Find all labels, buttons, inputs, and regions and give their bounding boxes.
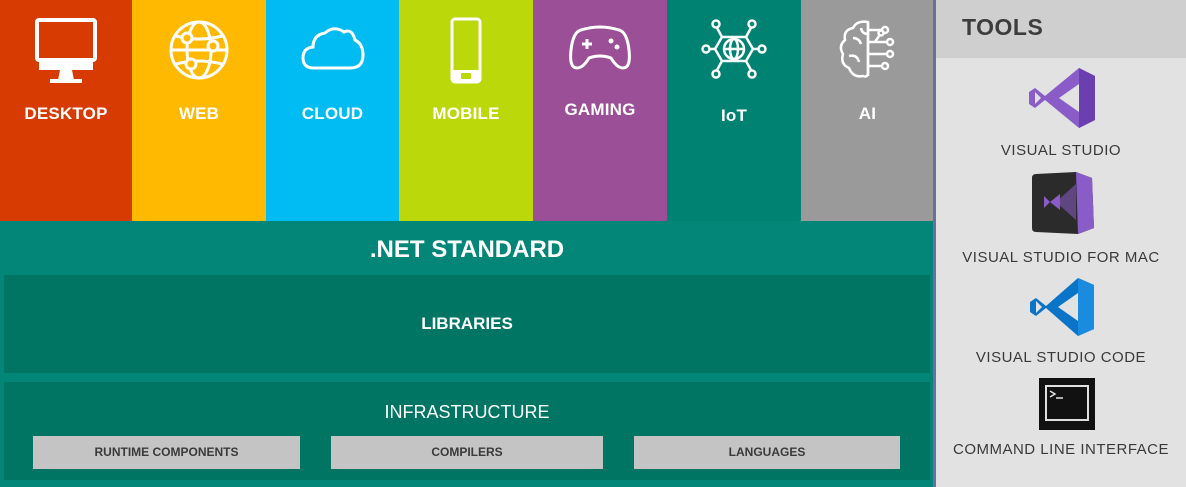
tool-label: VISUAL STUDIO [1000, 142, 1122, 159]
terminal-icon [1039, 378, 1095, 435]
tool-label: VISUAL STUDIO FOR MAC [962, 249, 1160, 266]
platform-tile-ai: AI [801, 0, 934, 221]
tools-title: TOOLS [962, 14, 1044, 40]
tool-label: VISUAL STUDIO CODE [975, 349, 1147, 366]
runtime-components-box: RUNTIME COMPONENTS [33, 436, 300, 469]
platform-label: GAMING [564, 100, 636, 119]
platform-label: CLOUD [301, 104, 364, 123]
libraries-panel [4, 275, 930, 373]
visual-studio-icon [1027, 66, 1097, 135]
libraries-label: LIBRARIES [421, 314, 513, 333]
game-controller-icon [533, 16, 667, 88]
cloud-icon [266, 16, 399, 88]
desktop-monitor-icon [0, 16, 132, 88]
platform-label: AI [858, 104, 877, 123]
infrastructure-label: INFRASTRUCTURE [384, 402, 550, 422]
tool-label: COMMAND LINE INTERFACE [952, 441, 1170, 458]
compilers-box: COMPILERS [331, 436, 603, 469]
platform-tile-cloud: CLOUD [266, 0, 399, 221]
platform-tile-web: WEB [132, 0, 266, 221]
net-standard-title: .NET STANDARD [369, 236, 565, 263]
platform-tile-iot: IoT [667, 0, 801, 221]
platform-label: DESKTOP [24, 104, 108, 123]
mobile-phone-icon [399, 16, 533, 88]
platform-tile-gaming: GAMING [533, 0, 667, 221]
visual-studio-for-mac-icon [1030, 170, 1098, 241]
tools-header [936, 0, 1186, 58]
platform-label: WEB [178, 104, 220, 123]
platform-label: IoT [720, 106, 748, 125]
panel-divider [933, 0, 936, 487]
brain-circuit-icon [801, 16, 934, 88]
platform-label: MOBILE [432, 104, 500, 123]
visual-studio-code-icon [1028, 276, 1098, 343]
globe-network-icon [132, 16, 266, 88]
platform-tile-desktop: DESKTOP [0, 0, 132, 221]
languages-box: LANGUAGES [634, 436, 900, 469]
platform-tile-mobile: MOBILE [399, 0, 533, 221]
iot-globe-icon [667, 16, 801, 88]
